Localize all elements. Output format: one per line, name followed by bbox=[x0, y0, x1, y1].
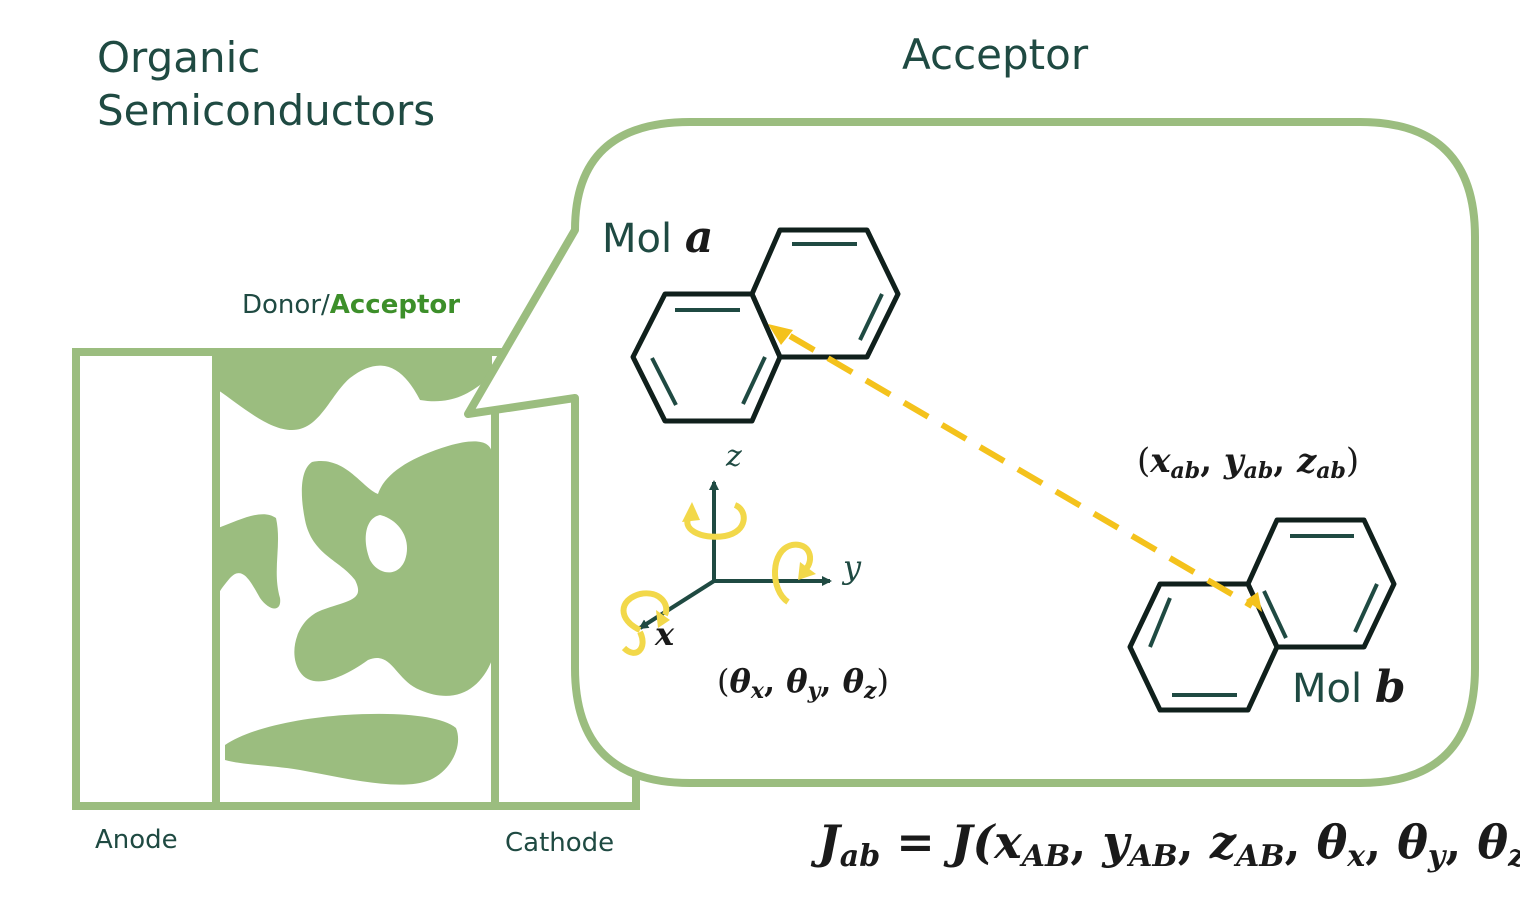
rotation-x-head bbox=[656, 610, 670, 628]
device bbox=[72, 348, 640, 810]
mol-b-label: Mol b bbox=[1292, 662, 1406, 713]
rotation-z-head bbox=[682, 502, 700, 522]
y-axis-label: y bbox=[841, 548, 862, 586]
molecule-b-double-bonds bbox=[1148, 534, 1379, 697]
disp-z: z bbox=[1296, 441, 1317, 481]
disp-x: x bbox=[1149, 441, 1171, 481]
acceptor-domains bbox=[218, 355, 492, 785]
mol-a-label: Mol a bbox=[602, 212, 713, 263]
zoom-title: Acceptor bbox=[902, 30, 1089, 79]
molecule-b bbox=[1127, 517, 1397, 713]
mol-a-prefix: Mol bbox=[602, 216, 685, 262]
displacement-arrow bbox=[788, 333, 1254, 609]
rotation-label: (θx, θy, θz) bbox=[717, 662, 889, 704]
displacement-arrowhead-b bbox=[1246, 592, 1262, 612]
zoom-callout bbox=[464, 118, 1479, 787]
mol-b-letter: b bbox=[1375, 662, 1406, 713]
blend-label: Donor/Acceptor bbox=[242, 290, 460, 320]
eq-lhs: J bbox=[810, 815, 843, 869]
molecule-a-ring-right bbox=[749, 227, 901, 360]
cathode-label: Cathode bbox=[505, 828, 614, 858]
z-axis-label: z bbox=[725, 439, 742, 474]
mol-a-letter: a bbox=[685, 212, 714, 263]
molecule-a bbox=[630, 227, 901, 424]
mol-b-prefix: Mol bbox=[1292, 666, 1375, 712]
coupling-equation: Jab = J(xAB, yAB, zAB, θx, θy, θz) bbox=[810, 815, 1520, 874]
displacement-label: (xab, yab, zab) bbox=[1137, 441, 1359, 484]
molecule-b-ring-right bbox=[1245, 517, 1397, 650]
donor-label: Donor/ bbox=[242, 290, 330, 320]
displacement-arrowhead-a bbox=[768, 324, 793, 345]
molecule-a-double-bonds bbox=[650, 242, 884, 406]
rotation-x-icon bbox=[620, 590, 670, 633]
x-axis bbox=[638, 579, 716, 630]
acceptor-domain-left bbox=[218, 514, 281, 609]
coordinate-axes bbox=[638, 480, 832, 630]
donor-pocket bbox=[365, 515, 408, 573]
rotation-arrows bbox=[620, 502, 816, 656]
title-line2: Semiconductors bbox=[97, 86, 435, 135]
title-line1: Organic bbox=[97, 33, 260, 82]
rotation-z-icon bbox=[684, 502, 747, 540]
rotation-y-head bbox=[798, 562, 816, 580]
anode-label: Anode bbox=[95, 825, 178, 855]
disp-y: y bbox=[1223, 441, 1246, 481]
acceptor-label: Acceptor bbox=[330, 290, 460, 320]
acceptor-domain-top bbox=[218, 355, 492, 430]
rotation-y-icon bbox=[772, 541, 814, 605]
acceptor-domain-bottom bbox=[225, 713, 459, 785]
